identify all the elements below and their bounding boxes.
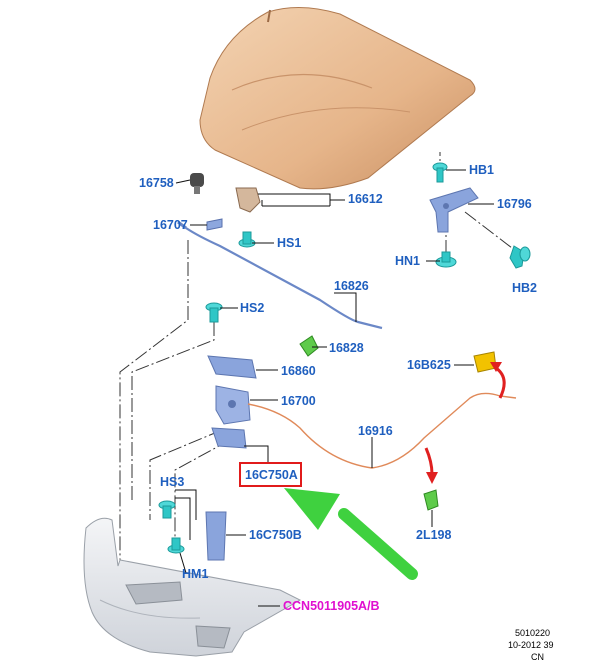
hb1-bolt	[432, 162, 448, 183]
hs2-screw	[205, 302, 223, 323]
callout-box	[239, 462, 302, 487]
clip-16828	[299, 335, 319, 357]
footer-line-1: 5010220	[515, 628, 550, 638]
label-16B625: 16B625	[407, 358, 451, 372]
label-16916: 16916	[358, 424, 393, 438]
footer-line-2: 10-2012 39	[508, 640, 554, 650]
hm1-nut	[167, 537, 185, 554]
assembly-lines	[119, 152, 513, 560]
label-16796: 16796	[497, 197, 532, 211]
label-HM1: HM1	[182, 567, 208, 581]
hood-prop-rod	[177, 220, 383, 330]
part-labels: 16758 16612 HB1 16796 16707 HS1 HN1 HB2 …	[139, 163, 537, 613]
label-CCN5011905A-B: CCN5011905A/B	[283, 599, 380, 613]
hood-hinge-16796	[429, 187, 479, 233]
green-arrow	[284, 488, 418, 580]
label-HS3: HS3	[160, 475, 184, 489]
diagram-footer: 5010220 10-2012 39 CN	[508, 628, 554, 662]
hood-striker-16612	[235, 187, 261, 213]
label-16C750A: 16C750A	[245, 468, 298, 482]
hs1-screw	[238, 231, 256, 248]
hood-bumper-16758	[190, 173, 204, 194]
clip-2L198	[423, 489, 439, 511]
label-HN1: HN1	[395, 254, 420, 268]
label-HS2: HS2	[240, 301, 264, 315]
label-16758: 16758	[139, 176, 174, 190]
label-16612: 16612	[348, 192, 383, 206]
leader-lines	[175, 169, 494, 607]
label-16828: 16828	[329, 341, 364, 355]
label-16C750B: 16C750B	[249, 528, 302, 542]
label-HB1: HB1	[469, 163, 494, 177]
hs3-screw	[158, 500, 176, 519]
label-HS1: HS1	[277, 236, 301, 250]
label-16860: 16860	[281, 364, 316, 378]
front-bumper	[83, 517, 302, 657]
label-HB2: HB2	[512, 281, 537, 295]
label-16700: 16700	[281, 394, 316, 408]
hb2-bolt	[509, 245, 531, 269]
red-arrows	[424, 362, 506, 484]
label-16707: 16707	[153, 218, 188, 232]
guide-16C750B	[205, 511, 227, 561]
hn1-nut	[435, 251, 457, 268]
hood-latch-16700	[215, 385, 251, 425]
label-2L198: 2L198	[416, 528, 451, 542]
footer-line-3: CN	[531, 652, 544, 662]
label-16826: 16826	[334, 279, 369, 293]
bracket-16860	[207, 355, 257, 379]
guide-16C750A	[211, 427, 247, 449]
hood-panel	[199, 6, 476, 190]
rod-clip-16707	[206, 218, 223, 231]
